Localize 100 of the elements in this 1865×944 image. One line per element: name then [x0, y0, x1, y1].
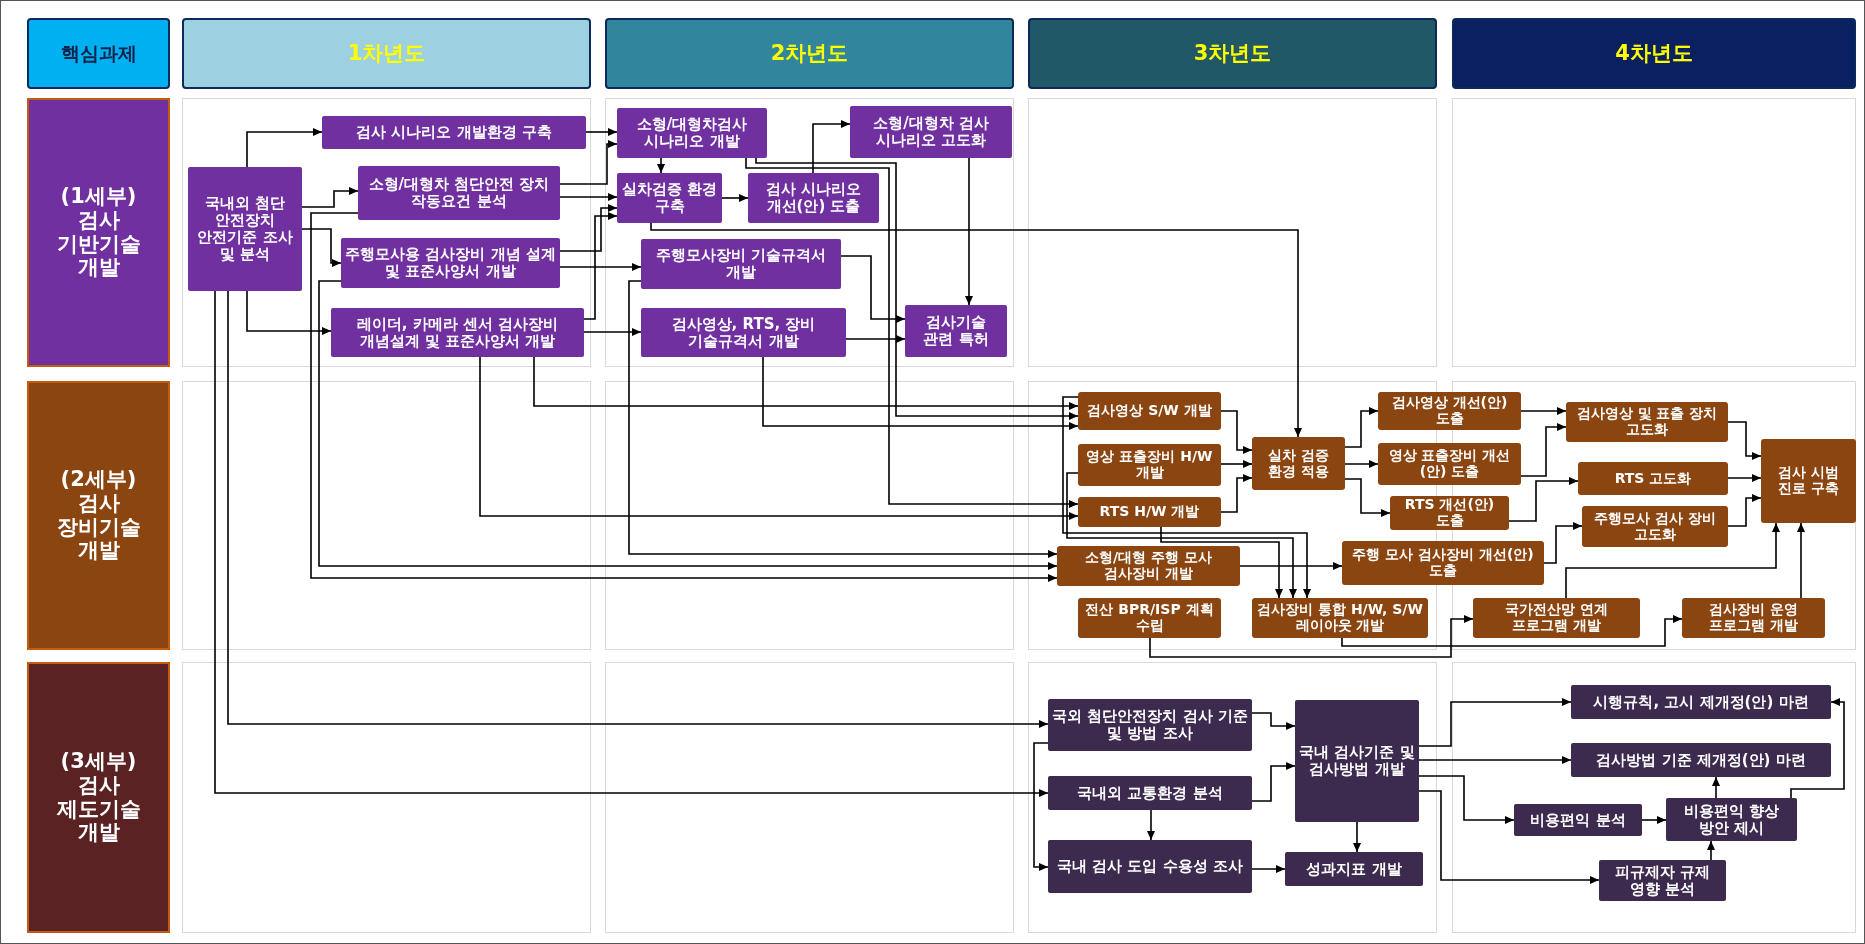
arrow [246, 290, 332, 335]
arrow [965, 157, 973, 306]
task-box [1473, 598, 1640, 638]
task-box [641, 308, 846, 357]
arrow [1344, 478, 1391, 517]
arrow [1220, 410, 1253, 454]
task-box [1252, 437, 1345, 490]
task-box [358, 166, 560, 220]
task-label: 시행규칙, 고시 제개정(안) 마련 [1593, 693, 1809, 711]
arrow [650, 222, 1302, 438]
task-label: 소형/대형차검사 시나리오 개발 [635, 116, 749, 150]
header-label: 1차년도 [347, 41, 426, 66]
arrow [1712, 776, 1720, 799]
arrow [1353, 821, 1361, 853]
arrow [1220, 460, 1253, 468]
task-label: 소형/대형 주행 모사 검사장비 개발 [1084, 550, 1213, 582]
task-box [1599, 860, 1726, 901]
task-box [1342, 541, 1544, 585]
task-box [1048, 840, 1252, 893]
task-box [341, 238, 560, 288]
arrow [583, 328, 642, 336]
arrow [301, 187, 359, 208]
header-box [1452, 18, 1856, 89]
arrow [583, 212, 618, 320]
task-box [1666, 798, 1797, 841]
task-box [1057, 546, 1240, 586]
task-box [331, 308, 584, 357]
arrow [745, 157, 1079, 508]
arrow [812, 120, 851, 174]
arrow [1727, 494, 1762, 527]
arrow [559, 193, 618, 201]
arrow [1149, 615, 1474, 658]
arrow [1707, 840, 1715, 861]
row-title: (1세부) 검사 기반기술 개발 [55, 185, 142, 280]
arrow [1418, 756, 1572, 764]
task-label: 국내 검사 도입 수용성 조사 [1057, 858, 1243, 875]
task-box [850, 106, 1012, 158]
task-label: 국외 첨단안전장치 검사 기준 및 방법 조사 [1052, 708, 1248, 742]
row-title: (2세부) 검사 장비기술 개발 [55, 468, 142, 563]
task-box [641, 239, 841, 289]
task-label: 영상 표출장비 H/W 개발 [1085, 449, 1214, 481]
task-label: 전산 BPR/ISP 계획 수립 [1084, 602, 1215, 634]
task-box [1048, 699, 1252, 751]
arrow [318, 280, 1058, 570]
task-box [1578, 462, 1728, 495]
task-box [322, 116, 586, 149]
arrow [559, 204, 618, 252]
task-box [1378, 443, 1521, 485]
arrow [1344, 407, 1379, 448]
arrow [1062, 396, 1311, 599]
task-box [617, 173, 722, 223]
task-label: RTS 고도화 [1614, 470, 1692, 487]
header-box [605, 18, 1014, 89]
task-box [1571, 743, 1831, 777]
arrow [1508, 477, 1579, 522]
task-label: 국내외 교통환경 분석 [1077, 784, 1223, 802]
task-label: 레이더, 카메라 센서 검사장비 개념설계 및 표준사양서 개발 [355, 315, 560, 350]
task-label: 성과지표 개발 [1306, 860, 1402, 878]
header-label: 2차년도 [770, 41, 849, 66]
task-box [1571, 685, 1831, 719]
arrow [1641, 816, 1667, 824]
task-label: RTS H/W 개발 [1099, 504, 1200, 520]
arrow [1418, 775, 1515, 824]
arrow [1251, 762, 1296, 802]
task-label: 검사 시나리오 개발환경 구축 [356, 124, 552, 141]
row-title: (3세부) 검사 제도기술 개발 [55, 750, 142, 845]
header-label: 4차년도 [1615, 41, 1693, 66]
task-label: 검사영상 S/W 개발 [1087, 403, 1212, 419]
arrow [1727, 474, 1762, 482]
task-label: 검사기술 관련 특허 [922, 314, 990, 348]
task-box [617, 108, 767, 158]
task-label: 소형/대형차 첨단안전 장치 작동요건 분석 [367, 176, 551, 210]
task-box [1295, 700, 1419, 822]
arrow [1239, 562, 1343, 570]
arrow [559, 140, 618, 185]
arrow [479, 356, 1079, 520]
task-label: 검사장비 운영 프로그램 개발 [1708, 602, 1799, 634]
task-box [748, 173, 879, 223]
header-box [1028, 18, 1437, 89]
task-box [1378, 392, 1521, 430]
task-box [1078, 444, 1221, 486]
task-label: 검사장비 통합 H/W, S/W 레이아웃 개발 [1256, 602, 1424, 634]
task-box [1761, 439, 1856, 523]
task-box [1078, 497, 1221, 527]
task-box [1078, 598, 1221, 638]
arrow [1160, 526, 1283, 599]
arrow [1220, 474, 1253, 513]
arrow [1565, 522, 1780, 599]
arrow [533, 356, 1079, 410]
task-label: 주행모사장비 기술규격서 개발 [654, 247, 828, 281]
task-label: 비용편익 분석 [1530, 811, 1626, 829]
task-label: 검사영상 개선(안) 도출 [1390, 395, 1509, 427]
task-label: 검사영상, RTS, 장비 기술규격서 개발 [670, 315, 817, 350]
row-header [27, 381, 170, 650]
arrow [1520, 423, 1567, 477]
arrow [1344, 460, 1379, 468]
task-label: 국가전산망 연계 프로그램 개발 [1504, 602, 1609, 634]
arrow [840, 255, 906, 323]
header-box [27, 18, 170, 89]
arrow [1147, 809, 1155, 841]
